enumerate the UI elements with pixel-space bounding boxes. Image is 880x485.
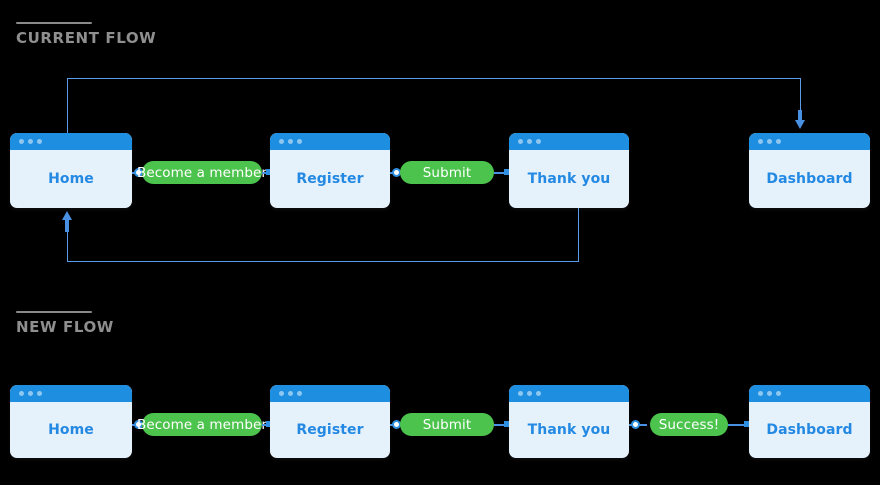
card-body: Thank you xyxy=(509,150,629,208)
card-label: Dashboard xyxy=(766,171,853,187)
screen-card-dashboard-current[interactable]: Dashboard xyxy=(749,133,870,208)
screen-card-thank-you-current[interactable]: Thank you xyxy=(509,133,629,208)
screen-card-register-current[interactable]: Register xyxy=(270,133,390,208)
card-titlebar xyxy=(749,385,870,402)
window-dot-icon xyxy=(28,391,33,396)
card-body: Register xyxy=(270,150,390,208)
arrow-into-home-icon xyxy=(62,211,72,220)
card-body: Register xyxy=(270,402,390,458)
connector-submit-to-thankyou-new xyxy=(494,424,512,426)
window-dot-icon xyxy=(518,139,523,144)
card-label: Thank you xyxy=(527,422,611,438)
card-label: Home xyxy=(48,171,94,187)
connector-node-square xyxy=(266,169,272,175)
connector-node-circle xyxy=(631,420,640,429)
action-pill-submit-new[interactable]: Submit xyxy=(400,413,494,436)
connector-node-square xyxy=(504,169,510,175)
section-title-new-flow: NEW FLOW xyxy=(16,318,114,336)
window-dot-icon xyxy=(767,391,772,396)
action-pill-label: Become a member xyxy=(136,416,268,433)
window-dot-icon xyxy=(297,139,302,144)
window-dot-icon xyxy=(288,391,293,396)
action-pill-label: Become a member xyxy=(136,164,268,181)
connector-success-to-dashboard xyxy=(728,424,752,426)
window-dot-icon xyxy=(536,391,541,396)
arrow-into-dashboard-icon xyxy=(795,120,805,129)
window-dot-icon xyxy=(527,139,532,144)
card-titlebar xyxy=(509,385,629,402)
connector-home-to-dashboard-vertical-right xyxy=(800,78,801,114)
window-dot-icon xyxy=(758,391,763,396)
card-titlebar xyxy=(10,385,132,402)
screen-card-register-new[interactable]: Register xyxy=(270,385,390,458)
connector-home-entry-stub xyxy=(65,220,69,232)
window-dot-icon xyxy=(279,139,284,144)
action-pill-label: Submit xyxy=(422,164,472,181)
card-label: Dashboard xyxy=(766,422,853,438)
connector-node-square xyxy=(744,421,750,427)
connector-node-square xyxy=(266,421,272,427)
window-dot-icon xyxy=(758,139,763,144)
action-pill-become-a-member-current[interactable]: Become a member xyxy=(137,161,267,184)
window-dot-icon xyxy=(527,391,532,396)
card-titlebar xyxy=(270,385,390,402)
connector-thankyou-to-home-vertical-left xyxy=(67,226,68,262)
window-dot-icon xyxy=(28,139,33,144)
section-rule xyxy=(16,311,92,313)
screen-card-home-new[interactable]: Home xyxy=(10,385,132,458)
card-body: Dashboard xyxy=(749,402,870,458)
section-rule xyxy=(16,22,92,24)
card-titlebar xyxy=(509,133,629,150)
card-titlebar xyxy=(749,133,870,150)
window-dot-icon xyxy=(37,391,42,396)
connector-thankyou-to-home-vertical-right xyxy=(578,208,579,262)
card-body: Dashboard xyxy=(749,150,870,208)
action-pill-become-a-member-new[interactable]: Become a member xyxy=(137,413,267,436)
window-dot-icon xyxy=(776,139,781,144)
action-pill-label: Submit xyxy=(422,416,472,433)
connector-thankyou-to-home-horizontal xyxy=(67,261,579,262)
screen-card-home-current[interactable]: Home xyxy=(10,133,132,208)
card-label: Thank you xyxy=(527,171,611,187)
window-dot-icon xyxy=(767,139,772,144)
window-dot-icon xyxy=(297,391,302,396)
action-pill-success-new[interactable]: Success! xyxy=(650,413,728,436)
card-label: Register xyxy=(296,422,364,438)
card-titlebar xyxy=(270,133,390,150)
connector-node-square xyxy=(504,421,510,427)
connector-home-to-dashboard-vertical-left xyxy=(67,78,68,134)
window-dot-icon xyxy=(279,391,284,396)
section-title-current-flow: CURRENT FLOW xyxy=(16,29,157,47)
window-dot-icon xyxy=(19,391,24,396)
window-dot-icon xyxy=(518,391,523,396)
action-pill-label: Success! xyxy=(658,416,720,433)
card-titlebar xyxy=(10,133,132,150)
connector-dashboard-entry-stub xyxy=(798,110,802,122)
screen-card-thank-you-new[interactable]: Thank you xyxy=(509,385,629,458)
window-dot-icon xyxy=(37,139,42,144)
window-dot-icon xyxy=(288,139,293,144)
screen-card-dashboard-new[interactable]: Dashboard xyxy=(749,385,870,458)
connector-home-to-dashboard-horizontal xyxy=(67,78,801,79)
card-body: Home xyxy=(10,150,132,208)
card-label: Register xyxy=(296,171,364,187)
action-pill-submit-current[interactable]: Submit xyxy=(400,161,494,184)
connector-submit-to-thankyou xyxy=(494,172,512,174)
card-body: Home xyxy=(10,402,132,458)
window-dot-icon xyxy=(776,391,781,396)
card-label: Home xyxy=(48,422,94,438)
window-dot-icon xyxy=(19,139,24,144)
window-dot-icon xyxy=(536,139,541,144)
card-body: Thank you xyxy=(509,402,629,458)
